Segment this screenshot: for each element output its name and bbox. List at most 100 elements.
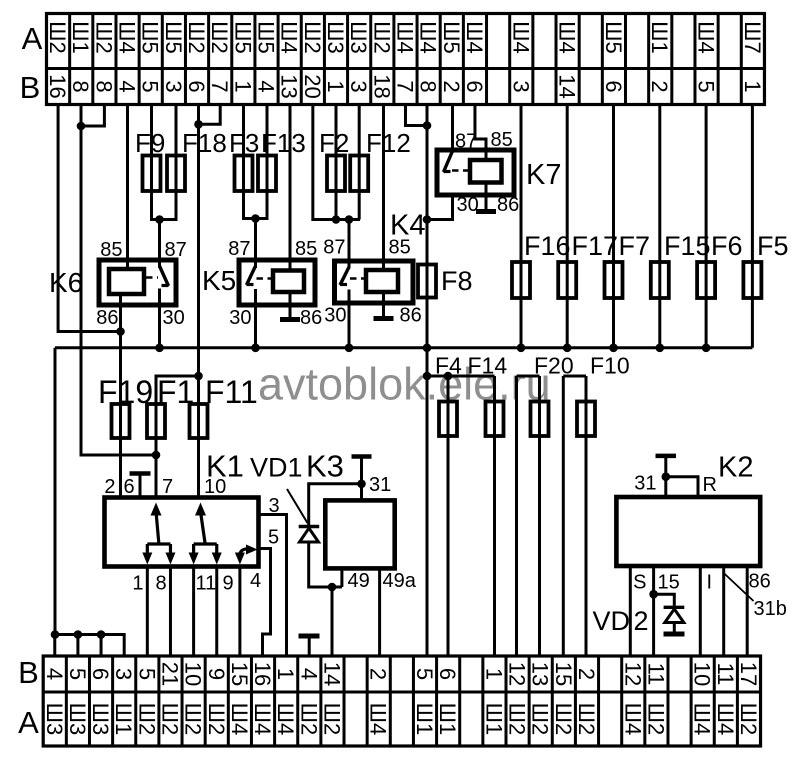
svg-text:F1: F1 <box>157 374 194 410</box>
svg-text:Ш2: Ш2 <box>528 703 553 735</box>
svg-text:F16: F16 <box>524 231 571 261</box>
svg-text:30: 30 <box>324 305 346 327</box>
svg-text:5: 5 <box>412 668 437 680</box>
svg-text:Ш2: Ш2 <box>184 21 209 53</box>
svg-text:87: 87 <box>455 131 477 153</box>
svg-text:15: 15 <box>551 662 576 686</box>
svg-text:F15: F15 <box>664 231 711 261</box>
svg-text:12: 12 <box>620 662 645 686</box>
svg-text:18: 18 <box>369 74 394 98</box>
svg-text:F20: F20 <box>534 353 574 379</box>
svg-text:F17: F17 <box>572 231 619 261</box>
svg-text:F3: F3 <box>229 128 259 158</box>
svg-text:30: 30 <box>457 194 479 216</box>
svg-text:Ш4: Ш4 <box>392 21 417 53</box>
svg-text:Ш2: Ш2 <box>300 21 325 53</box>
svg-text:7: 7 <box>392 80 417 92</box>
svg-text:F5: F5 <box>757 231 789 261</box>
svg-text:Ш3: Ш3 <box>346 21 371 53</box>
svg-text:13: 13 <box>277 74 302 98</box>
svg-text:I: I <box>707 572 713 594</box>
svg-text:Ш5: Ш5 <box>439 21 464 53</box>
svg-text:S: S <box>633 572 646 594</box>
svg-text:2: 2 <box>439 80 464 92</box>
svg-text:Ш1: Ш1 <box>481 703 506 735</box>
svg-text:5: 5 <box>134 668 159 680</box>
svg-text:49: 49 <box>348 570 370 592</box>
svg-text:11: 11 <box>713 663 738 686</box>
svg-text:Ш2: Ш2 <box>91 21 116 53</box>
svg-text:Ш5: Ш5 <box>161 21 186 53</box>
svg-text:B: B <box>18 655 39 690</box>
svg-text:A: A <box>22 21 43 56</box>
svg-text:Ш3: Ш3 <box>65 703 90 735</box>
svg-text:Ш2: Ш2 <box>369 21 394 53</box>
svg-text:1: 1 <box>273 668 298 680</box>
svg-text:7: 7 <box>162 476 173 498</box>
svg-text:B: B <box>20 70 41 105</box>
svg-text:K4: K4 <box>390 210 425 242</box>
svg-text:14: 14 <box>555 74 580 98</box>
svg-text:8: 8 <box>91 80 116 92</box>
svg-text:86: 86 <box>96 307 118 329</box>
svg-text:Ш4: Ш4 <box>508 21 533 53</box>
svg-text:Ш4: Ш4 <box>115 21 140 53</box>
svg-text:2: 2 <box>647 80 672 92</box>
svg-text:1: 1 <box>230 80 255 92</box>
svg-text:K6: K6 <box>49 267 83 298</box>
svg-text:Ш2: Ш2 <box>157 703 182 735</box>
svg-text:49a: 49a <box>383 570 417 592</box>
svg-text:86: 86 <box>749 571 771 593</box>
svg-text:86: 86 <box>400 305 422 327</box>
svg-text:R: R <box>703 474 717 496</box>
svg-text:2: 2 <box>104 476 115 498</box>
svg-text:3: 3 <box>269 495 280 517</box>
svg-text:Ш4: Ш4 <box>416 21 441 53</box>
svg-text:6: 6 <box>601 80 626 92</box>
svg-text:6: 6 <box>184 80 209 92</box>
svg-text:Ш4: Ш4 <box>462 21 487 53</box>
svg-text:F14: F14 <box>468 353 508 379</box>
svg-text:9: 9 <box>223 573 234 595</box>
svg-text:Ш2: Ш2 <box>296 703 321 735</box>
svg-text:4: 4 <box>115 80 140 92</box>
svg-text:8: 8 <box>68 80 93 92</box>
svg-text:11: 11 <box>643 663 668 686</box>
svg-text:4: 4 <box>296 668 321 680</box>
svg-text:3: 3 <box>346 80 371 92</box>
svg-text:Ш5: Ш5 <box>601 21 626 53</box>
svg-text:F9: F9 <box>135 128 165 158</box>
svg-text:1: 1 <box>481 668 506 680</box>
svg-text:Ш2: Ш2 <box>134 703 159 735</box>
svg-text:5: 5 <box>65 668 90 680</box>
svg-text:K5: K5 <box>202 265 236 296</box>
svg-text:10: 10 <box>690 662 715 686</box>
svg-text:Ш4: Ш4 <box>227 703 252 735</box>
svg-text:7: 7 <box>207 80 232 92</box>
svg-text:6: 6 <box>435 668 460 680</box>
svg-text:85: 85 <box>389 237 411 259</box>
svg-text:1: 1 <box>740 80 765 92</box>
svg-text:85: 85 <box>295 238 317 260</box>
svg-text:F10: F10 <box>590 353 630 379</box>
svg-text:Ш5: Ш5 <box>254 21 279 53</box>
svg-text:4: 4 <box>254 80 279 92</box>
svg-text:87: 87 <box>228 238 250 260</box>
svg-text:15: 15 <box>658 572 680 594</box>
svg-text:F4: F4 <box>435 353 462 379</box>
svg-text:31b: 31b <box>754 598 787 620</box>
svg-text:Ш4: Ш4 <box>250 703 275 735</box>
svg-text:VD1: VD1 <box>250 452 303 482</box>
svg-text:Ш4: Ш4 <box>277 21 302 53</box>
svg-text:13: 13 <box>528 662 553 686</box>
svg-text:Ш3: Ш3 <box>88 703 113 735</box>
svg-text:Ш5: Ш5 <box>138 21 163 53</box>
svg-text:8: 8 <box>416 80 441 92</box>
svg-text:F18: F18 <box>182 128 227 158</box>
svg-text:2: 2 <box>634 606 649 636</box>
svg-text:21: 21 <box>157 662 182 686</box>
svg-text:F8: F8 <box>441 266 473 296</box>
svg-text:Ш4: Ш4 <box>620 703 645 735</box>
svg-text:6: 6 <box>88 668 113 680</box>
svg-text:2: 2 <box>574 668 599 680</box>
